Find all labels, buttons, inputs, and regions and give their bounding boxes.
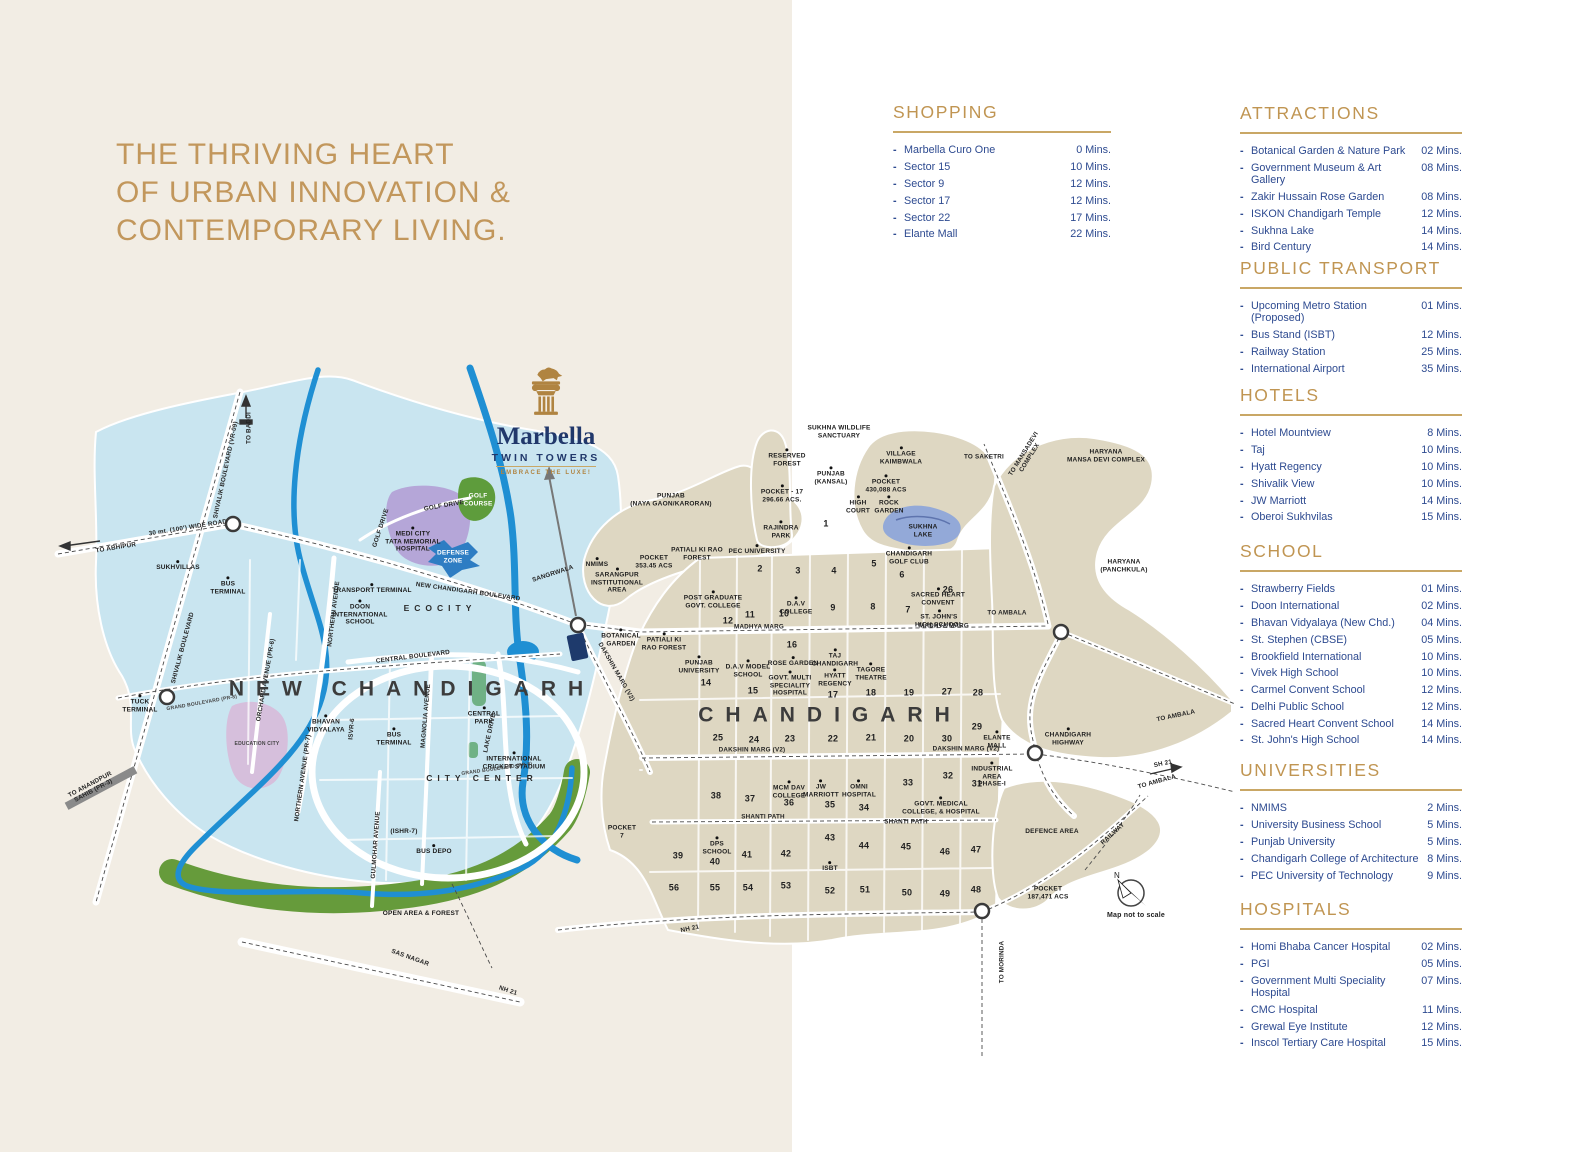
section-title: HOSPITALS	[1240, 899, 1352, 919]
gold-rule	[893, 131, 1111, 133]
section-title: PUBLIC TRANSPORT	[1240, 258, 1441, 278]
column-lion-icon	[531, 367, 563, 415]
logo-name: Marbella	[496, 423, 596, 450]
direction-arrows	[58, 394, 1183, 810]
road-centerlines	[57, 391, 1236, 1058]
page-title: THE THRIVING HEART OF URBAN INNOVATION &…	[116, 136, 511, 250]
gold-rule	[1240, 570, 1462, 572]
headline-line: CONTEMPORARY LIVING.	[116, 214, 507, 247]
park-strip	[468, 742, 478, 758]
section-title: ATTRACTIONS	[1240, 103, 1380, 123]
section-title: HOTELS	[1240, 385, 1320, 405]
headline-line: THE THRIVING HEART	[116, 138, 455, 171]
section-title: SHOPPING	[893, 102, 999, 122]
public-transport-list: -Upcoming Metro Station (Proposed)01 Min…	[1240, 298, 1462, 377]
marbella-marker	[544, 466, 589, 662]
compass-icon: N	[1114, 871, 1146, 907]
gold-rule	[1240, 928, 1462, 930]
logo-tagline: EMBRACE THE LUXE!	[500, 470, 592, 476]
list-item: -Upcoming Metro Station (Proposed)01 Min…	[1240, 300, 1462, 325]
section-attractions: ATTRACTIONS -Botanical Garden & Nature P…	[1240, 103, 1462, 256]
defense-zone-shape	[428, 540, 480, 578]
gold-rule	[1240, 132, 1462, 134]
logo-subtitle: TWIN TOWERS	[491, 452, 601, 464]
section-public-transport: PUBLIC TRANSPORT -Upcoming Metro Station…	[1240, 258, 1462, 377]
golf-course-zone	[458, 477, 496, 521]
list-item: -Bhavan Vidyalaya (New Chd.)04 Mins.	[1240, 616, 1462, 629]
list-item: -St. Stephen (CBSE)05 Mins.	[1240, 633, 1462, 646]
section-title: UNIVERSITIES	[1240, 760, 1381, 780]
list-item: -Bus Stand (ISBT)12 Mins.	[1240, 329, 1462, 342]
logo-divider	[496, 466, 596, 467]
gold-rule	[1240, 287, 1462, 289]
marbella-logo: Marbella TWIN TOWERS EMBRACE THE LUXE!	[488, 364, 604, 476]
gold-rule	[1240, 414, 1462, 416]
roundabouts	[158, 515, 1070, 920]
gold-rule	[1240, 789, 1462, 791]
section-title: SCHOOL	[1240, 541, 1324, 561]
svg-text:N: N	[1114, 871, 1120, 880]
sukhna-lake-shape	[882, 505, 961, 546]
headline-line: OF URBAN INNOVATION &	[116, 176, 511, 209]
